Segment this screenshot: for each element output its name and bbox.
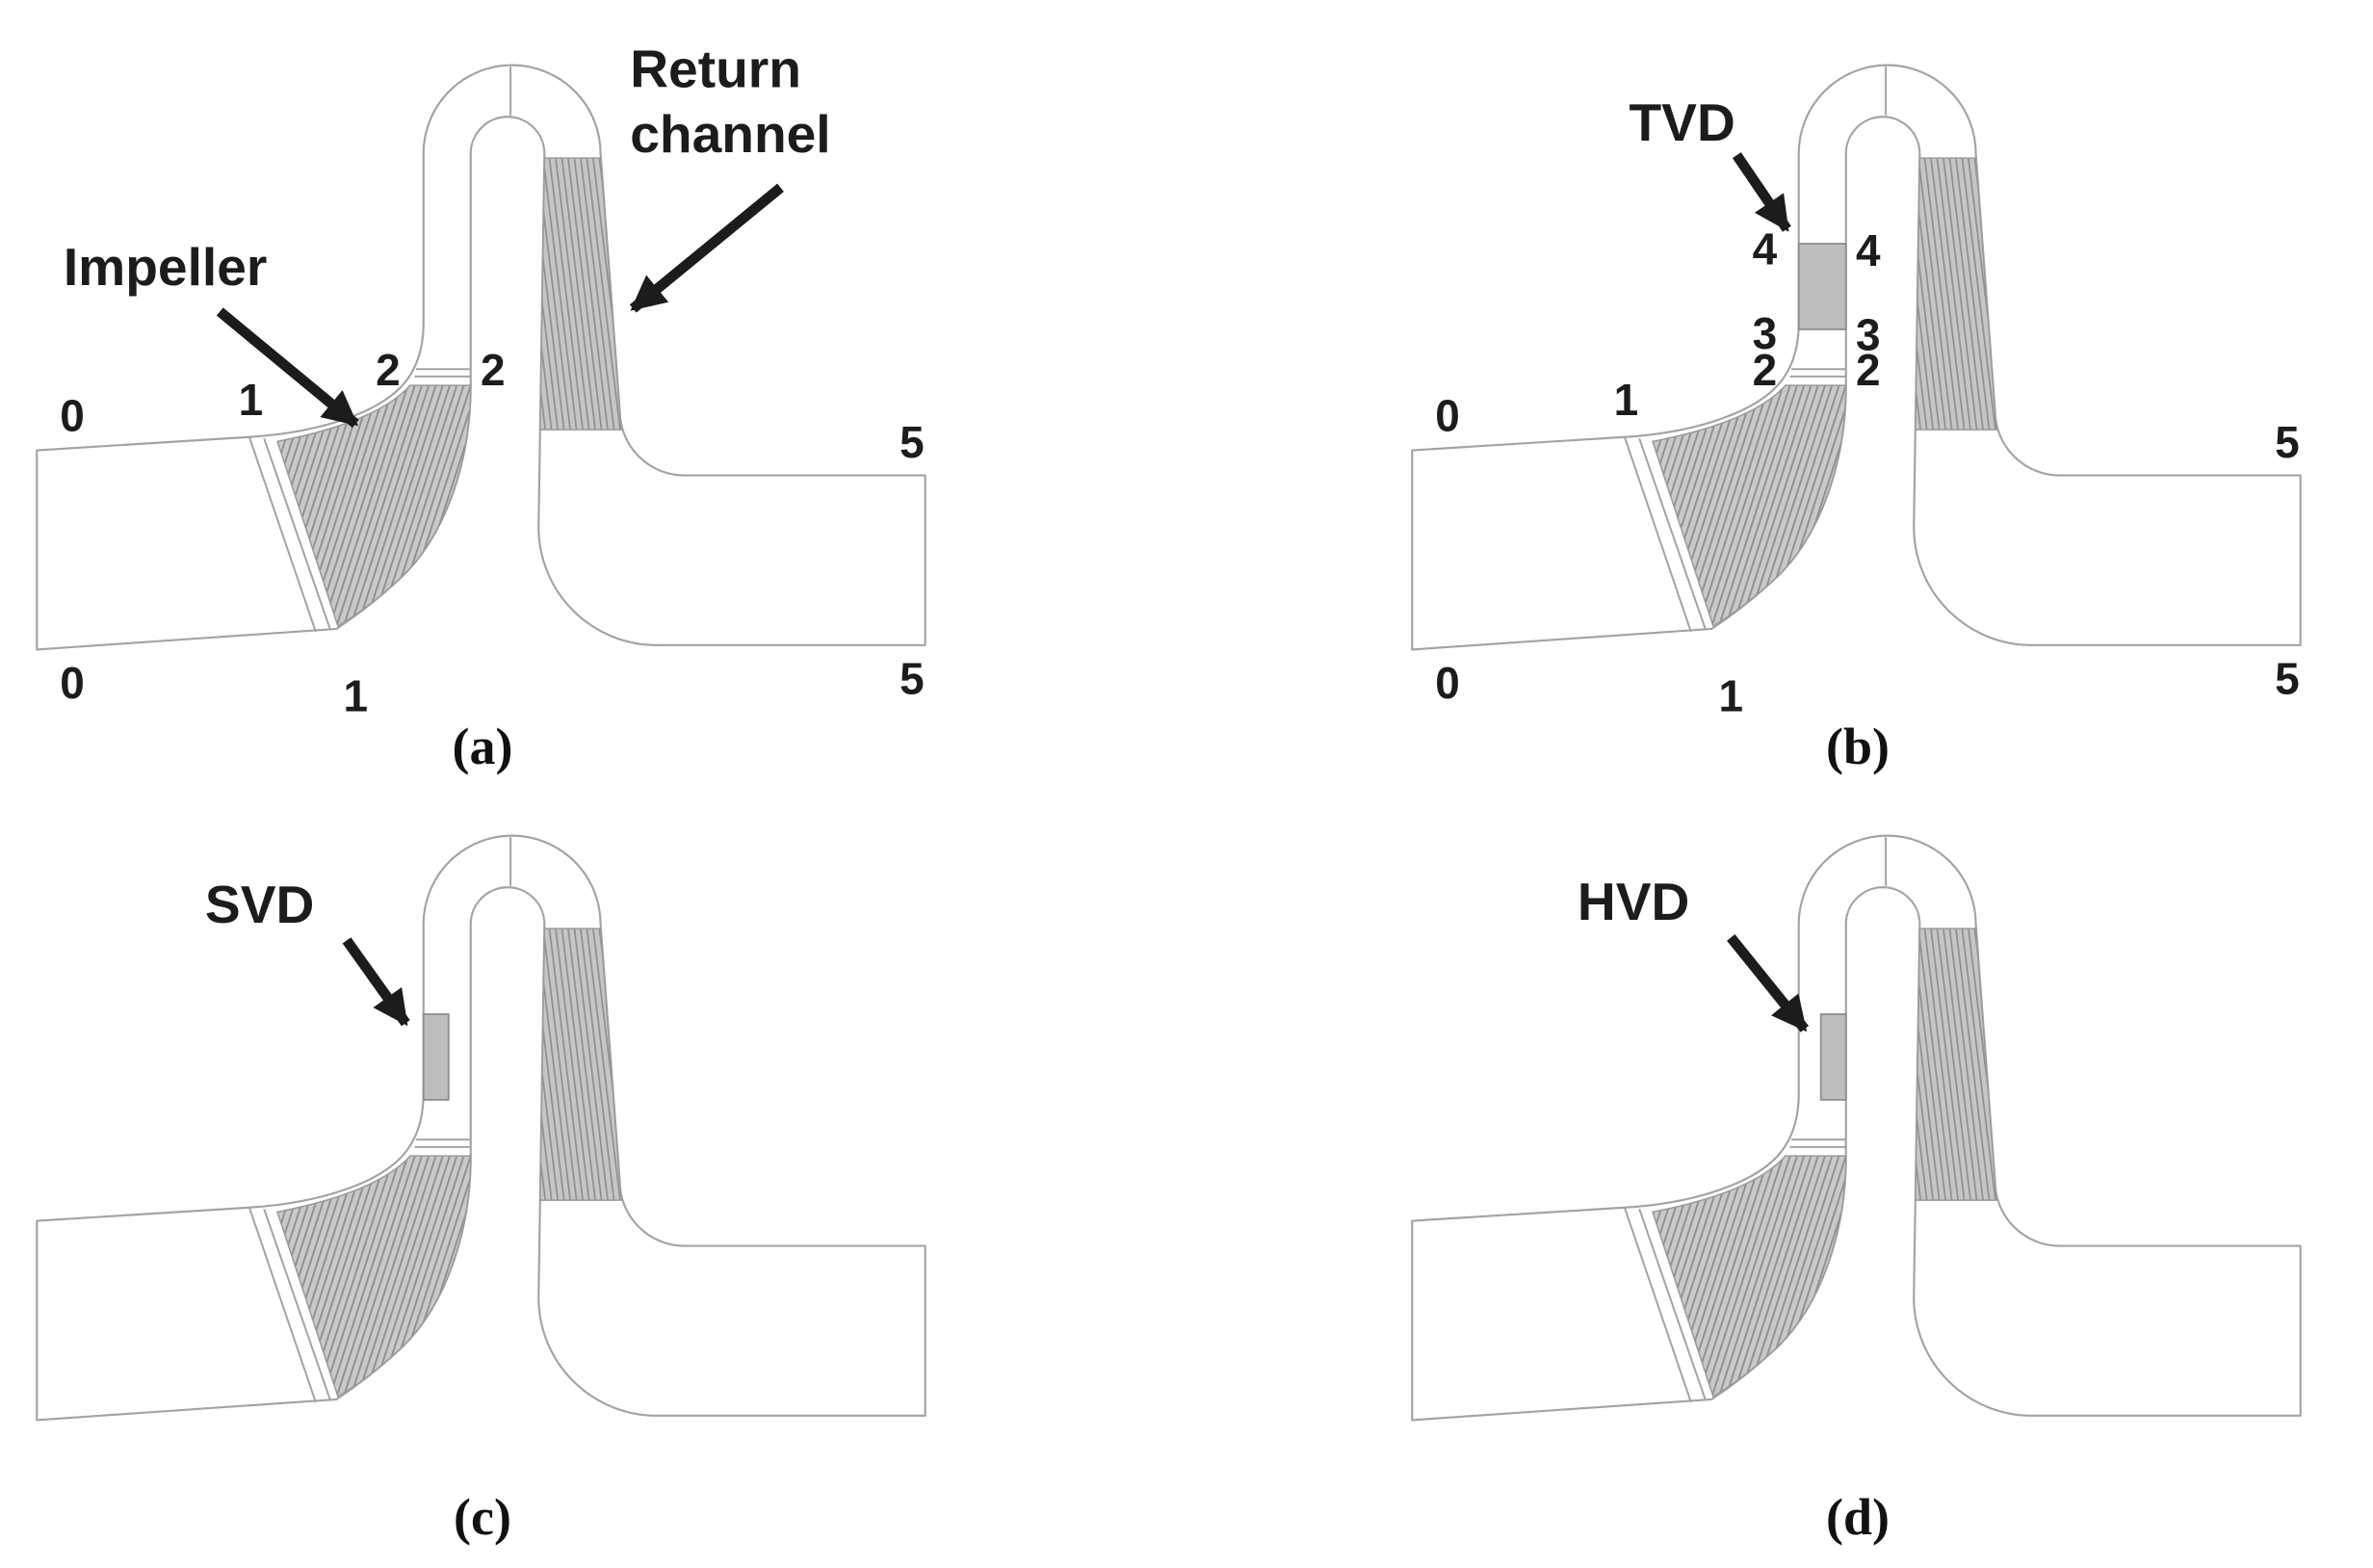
svd-arrow-icon xyxy=(342,937,410,1027)
station-5-bottom: 5 xyxy=(2275,653,2300,703)
panel-d-diagram: HVD xyxy=(1411,834,2302,1422)
hvd-label: HVD xyxy=(1578,872,1689,931)
station-5-bottom: 5 xyxy=(900,653,925,703)
station-0-bottom: 0 xyxy=(1435,658,1460,708)
station-2-right: 2 xyxy=(481,345,506,395)
tvd-annotation: TVD xyxy=(1630,92,1791,232)
station-4-right: 4 xyxy=(1856,225,1881,275)
hvd-annotation: HVD xyxy=(1578,872,1810,1032)
station-5-top: 5 xyxy=(2275,417,2300,467)
return-channel-label-line2: channel xyxy=(630,104,830,164)
hvd-arrow-icon xyxy=(1727,933,1810,1032)
station-2-left: 2 xyxy=(1753,345,1778,395)
tvd-block xyxy=(1797,243,1847,330)
impeller-arrow-icon xyxy=(216,307,359,429)
station-2-left: 2 xyxy=(376,345,401,395)
tvd-label: TVD xyxy=(1630,92,1735,152)
panel-c-caption: (c) xyxy=(454,1487,511,1546)
impeller-label: Impeller xyxy=(64,237,268,297)
panel-d: HVD (d) xyxy=(1400,784,2315,1547)
panel-a-caption: (a) xyxy=(452,717,513,775)
impeller-annotation: Impeller xyxy=(64,237,359,429)
station-1-top: 1 xyxy=(1614,375,1639,425)
panel-c: SVD (c) xyxy=(25,784,940,1547)
station-3-left: 3 xyxy=(1753,308,1778,358)
station-4-left: 4 xyxy=(1753,223,1778,274)
station-labels: 0 0 1 1 2 2 5 5 xyxy=(60,345,924,715)
svd-annotation: SVD xyxy=(205,875,410,1027)
station-2-right: 2 xyxy=(1856,345,1881,395)
return-channel-label-line1: Return xyxy=(630,39,801,99)
hvd-block xyxy=(1819,1012,1847,1101)
panel-c-diagram: SVD xyxy=(36,834,926,1422)
panel-d-caption: (d) xyxy=(1826,1487,1890,1546)
return-channel-annotation: Return channel xyxy=(629,39,831,313)
svd-block xyxy=(422,1012,450,1101)
station-5-top: 5 xyxy=(900,417,925,467)
station-1-top: 1 xyxy=(239,375,264,425)
station-labels: 0 0 1 1 2 2 3 3 4 4 5 5 xyxy=(1435,223,2299,714)
station-1-bottom: 1 xyxy=(1718,671,1743,715)
panel-a: Impeller Return channel 0 0 1 1 2 2 5 5 … xyxy=(25,13,940,776)
panel-b: TVD 0 0 1 1 2 2 3 3 4 4 5 5 (b) xyxy=(1400,13,2315,776)
station-1-bottom: 1 xyxy=(343,671,368,715)
return-channel-arrow-icon xyxy=(629,183,784,313)
panel-b-caption: (b) xyxy=(1826,717,1890,775)
tvd-arrow-icon xyxy=(1732,152,1791,232)
station-0-bottom: 0 xyxy=(60,658,85,708)
station-0-top: 0 xyxy=(1435,391,1460,441)
panel-b-diagram: TVD 0 0 1 1 2 2 3 3 4 4 5 5 xyxy=(1411,64,2302,715)
station-3-right: 3 xyxy=(1856,309,1881,359)
station-0-top: 0 xyxy=(60,391,85,441)
svd-label: SVD xyxy=(205,875,314,934)
panel-a-diagram: Impeller Return channel 0 0 1 1 2 2 5 5 xyxy=(36,39,926,715)
